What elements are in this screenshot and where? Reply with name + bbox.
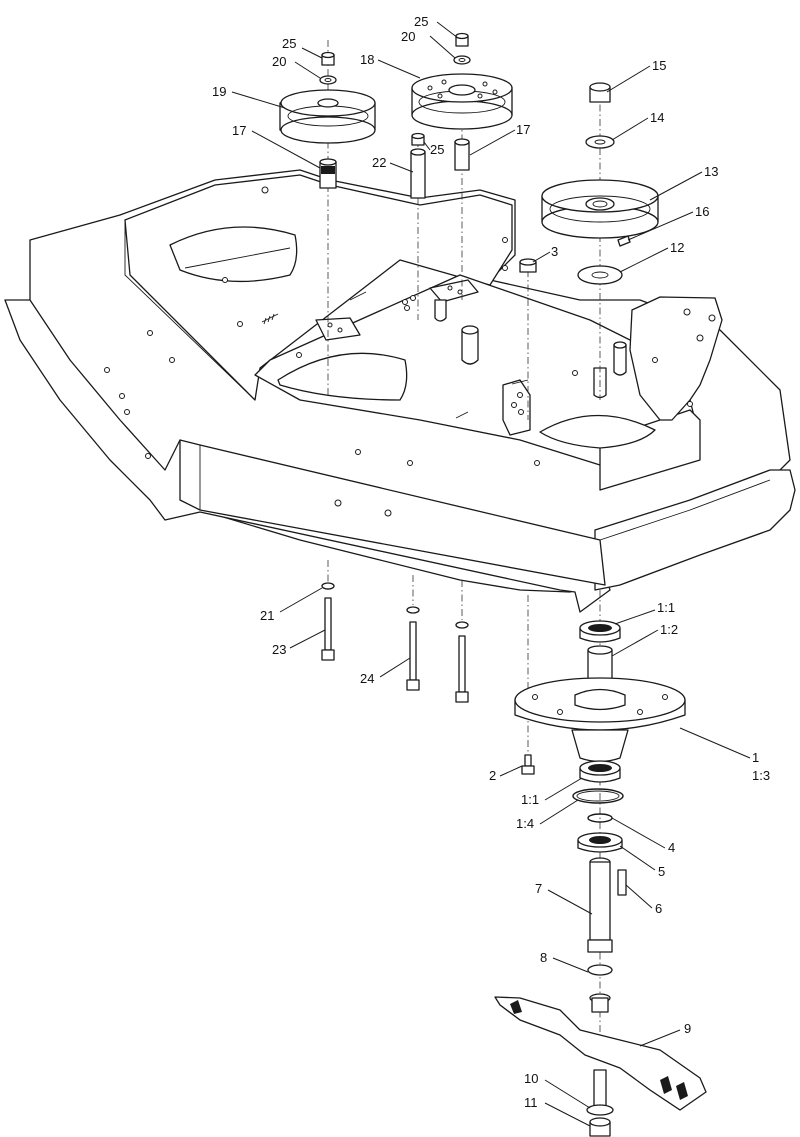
- callout-8: 8: [540, 950, 547, 965]
- seal-washer: [577, 832, 623, 853]
- set-screw: [617, 235, 631, 247]
- callout-19: 19: [212, 84, 226, 99]
- cutting-blade: [494, 996, 707, 1111]
- callout-9: 9: [684, 1021, 691, 1036]
- blade-bolt: [589, 1117, 611, 1137]
- callout-1-1: 1:1: [521, 792, 539, 807]
- callout-5: 5: [658, 864, 665, 879]
- bearing-top: [579, 620, 621, 643]
- nut-left: [321, 51, 335, 66]
- callout-23: 23: [272, 642, 286, 657]
- spacer-left: [319, 158, 337, 189]
- callout-20: 20: [272, 54, 286, 69]
- key: [617, 869, 627, 896]
- callout-11: 11: [524, 1095, 538, 1110]
- callout-18: 18: [360, 52, 374, 67]
- shaft-washers: [587, 964, 613, 1013]
- callout-17: 17: [232, 123, 246, 138]
- callout-3: 3: [551, 244, 558, 259]
- leader-lines: [231, 21, 751, 1127]
- callout-6: 6: [655, 901, 662, 916]
- spindle-shaft: [587, 857, 613, 953]
- mower-deck-housing: [4, 169, 796, 613]
- spindle-housing: [514, 677, 686, 763]
- callout-25: 25: [430, 142, 444, 157]
- deck-holes: [104, 186, 716, 517]
- callout-1-1: 1:1: [657, 600, 675, 615]
- callout-7: 7: [535, 881, 542, 896]
- pulley-spacer-washer: [577, 265, 623, 285]
- flange-nut: [519, 258, 537, 273]
- washer-left: [319, 75, 337, 85]
- idler-pulley-center: [411, 73, 513, 130]
- callout-24: 24: [360, 671, 374, 686]
- idler-pulley-left: [279, 89, 376, 144]
- idler-stud: [410, 148, 426, 199]
- nut-center: [455, 32, 469, 47]
- callout-16: 16: [695, 204, 709, 219]
- callout-25: 25: [282, 36, 296, 51]
- callout-2: 2: [489, 768, 496, 783]
- callout-10: 10: [524, 1071, 538, 1086]
- callout-12: 12: [670, 240, 684, 255]
- callout-1-3: 1:3: [752, 768, 770, 783]
- washer-right-top: [585, 135, 615, 149]
- callout-17: 17: [516, 122, 530, 137]
- bolt-left: [321, 582, 335, 661]
- bolt-center-left: [406, 606, 420, 691]
- callout-14: 14: [650, 110, 664, 125]
- bolt-spindle: [521, 754, 535, 775]
- callout-25: 25: [414, 14, 428, 29]
- spacer-center: [454, 138, 470, 171]
- retaining-ring: [572, 788, 624, 804]
- callout-21: 21: [260, 608, 274, 623]
- spindle-pulley: [541, 179, 659, 239]
- callout-1-4: 1:4: [516, 816, 534, 831]
- callout-4: 4: [668, 840, 675, 855]
- bearing-bottom: [579, 760, 621, 783]
- callout-13: 13: [704, 164, 718, 179]
- nut-spacer-bolt: [411, 132, 425, 146]
- nut-right: [589, 82, 611, 103]
- callout-1-2: 1:2: [660, 622, 678, 637]
- callout-1: 1: [752, 750, 759, 765]
- callout-22: 22: [372, 155, 386, 170]
- washer-center: [453, 55, 471, 65]
- blade-washer: [586, 1069, 614, 1116]
- callout-15: 15: [652, 58, 666, 73]
- callout-20: 20: [401, 29, 415, 44]
- bolt-center-right: [455, 621, 469, 703]
- callout-labels: 25 20 19 17 25 20 18 25 17 22 15 14 13 1…: [212, 14, 770, 1110]
